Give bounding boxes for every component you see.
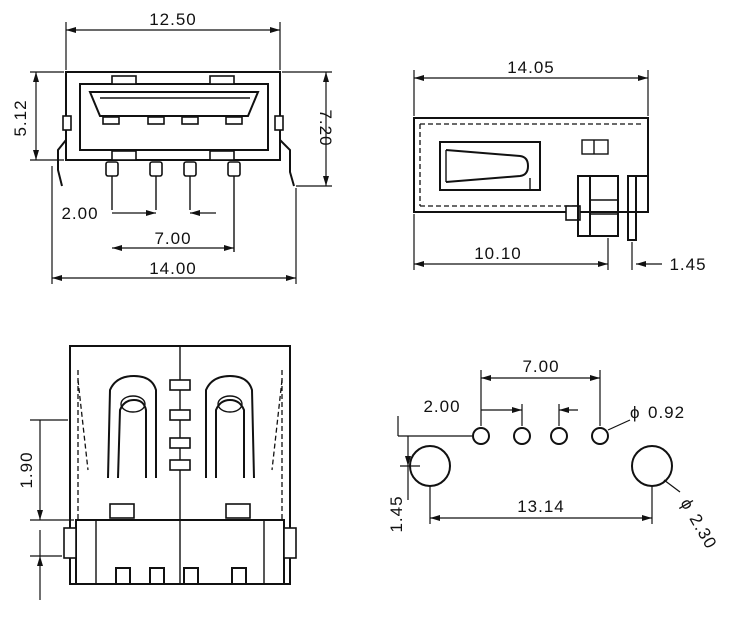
- front-height-total-label: 7.20: [316, 109, 335, 146]
- top-view: 1.90: [17, 345, 297, 600]
- front-opening: [79, 83, 269, 151]
- front-tongue: [88, 91, 260, 117]
- footprint-pin-hole: [472, 427, 490, 445]
- footprint-view: 7.00 2.00 ϕ 0.92 ϕ 2.30 13.14: [387, 357, 721, 552]
- footprint-hole-large-label: 2.30: [686, 511, 721, 553]
- side-body: [413, 117, 649, 213]
- front-view: 12.50 5.12 7.20 2.00 7.00 14.00: [11, 10, 335, 284]
- front-width-bottom-label: 14.00: [149, 259, 197, 278]
- side-length-total-label: 14.05: [507, 58, 555, 77]
- footprint-offset-label: 1.45: [387, 495, 406, 532]
- top-height-a-label: 1.90: [17, 451, 36, 488]
- footprint-hole-small-symbol: ϕ: [630, 403, 641, 422]
- side-pin-offset-label: 1.45: [669, 255, 706, 274]
- side-length-to-pin-label: 10.10: [474, 244, 522, 263]
- footprint-mount-hole: [631, 445, 673, 487]
- footprint-pin-hole: [513, 427, 531, 445]
- front-width-top-label: 12.50: [149, 10, 197, 29]
- front-pin-span-label: 7.00: [154, 229, 191, 248]
- footprint-pin-pitch-label: 2.00: [423, 397, 460, 416]
- footprint-hole-large-symbol: ϕ: [677, 495, 699, 514]
- footprint-pin-hole: [550, 427, 568, 445]
- front-pin-pitch-label: 2.00: [61, 204, 98, 223]
- footprint-mount-span-label: 13.14: [517, 497, 565, 516]
- side-view: 14.05 10.10 1.45: [413, 58, 706, 274]
- front-height-body-label: 5.12: [11, 99, 30, 136]
- footprint-hole-small-label: 0.92: [648, 403, 685, 422]
- footprint-pin-hole: [591, 427, 609, 445]
- footprint-pin-span-label: 7.00: [522, 357, 559, 376]
